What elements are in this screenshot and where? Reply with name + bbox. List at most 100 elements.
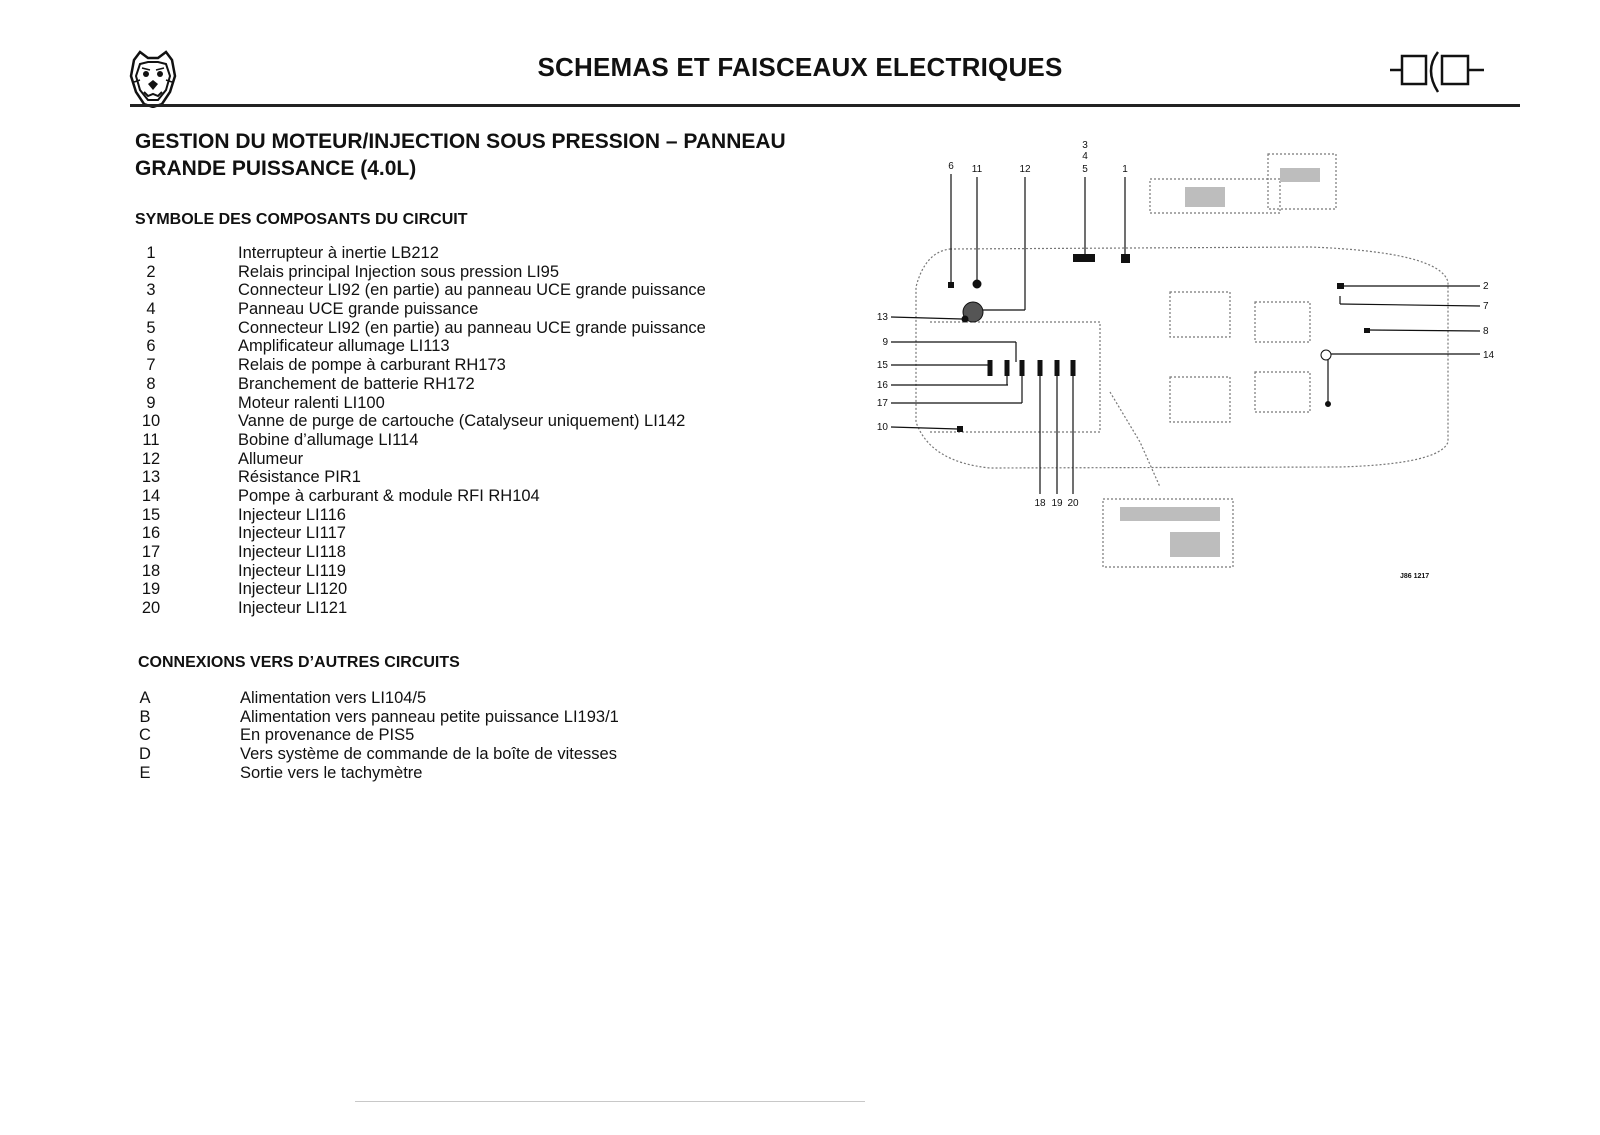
item-description: Injecteur LI118 [238,543,346,561]
component-marker [1073,254,1095,262]
item-description: Bobine d’allumage LI114 [238,430,419,449]
callout-label: 8 [1483,326,1489,337]
callout-label: 6 [948,161,954,172]
item-description: Relais principal Injection sous pression… [238,262,560,281]
page-title: SCHEMAS ET FAISCEAUX ELECTRIQUES [537,52,1063,82]
item-description: Vers système de commande de la boîte de … [240,745,617,764]
item-letter: A [139,689,151,707]
component-marker [1320,349,1332,361]
section-title-line-2: GRANDE PUISSANCE (4.0L) [135,157,417,180]
item-number: 10 [141,412,161,431]
item-description: Sortie vers le tachymètre [240,763,423,782]
leader-line [890,426,959,430]
item-description: Injecteur LI120 [238,580,348,599]
item-description: Injecteur LI116 [238,505,346,524]
item-description: Connecteur LI92 (en partie) au panneau U… [238,281,706,300]
lower-panel-block-2 [1170,532,1220,557]
list-item: 13 Résistance PIR1 [138,468,361,487]
scan-edge-line [355,1101,865,1102]
callout-label: 12 [1019,164,1031,175]
component-marker [1054,360,1060,376]
fuse-block [1280,168,1320,182]
callout-label: 17 [877,398,889,409]
ecu-panel-detail-outline [1149,178,1281,214]
callout-label: 7 [1483,301,1489,312]
item-description: Connecteur LI92 (en partie) au panneau U… [238,318,706,337]
item-number: 5 [146,318,156,337]
header-rule [130,104,1520,107]
components-list: 1 Interrupteur à inertie LB212 2 Relais pr… [138,244,706,618]
engine-bay-outline [930,321,1101,433]
callout-label: 9 [882,337,888,348]
list-item: 2 Relais principal Injection sous pressio… [138,262,559,282]
callout-label: 20 [1067,498,1079,509]
callout-label: 10 [877,422,889,433]
component-marker [1070,360,1076,376]
component-marker [987,360,993,376]
item-description: Vanne de purge de cartouche (Catalyseur … [238,412,686,431]
component-marker [1121,254,1130,263]
leader-line [1339,303,1481,307]
components-heading: SYMBOLE DES COMPOSANTS DU CIRCUIT [135,211,468,228]
callout-label: 1 [1122,164,1128,175]
item-number: 15 [141,505,161,524]
item-letter: D [139,745,151,764]
item-number: 13 [141,468,161,487]
item-number: 11 [142,430,160,449]
list-item: 20 Injecteur LI121 [138,599,347,618]
connector-symbol-icon [1390,51,1484,93]
callout-label: 5 [1082,164,1088,175]
rear-seat-outline [1169,376,1231,423]
item-description: Résistance PIR1 [238,468,361,487]
list-item: 10 Vanne de purge de cartouche (Catalyseu… [138,412,686,431]
item-description: Moteur ralenti LI100 [238,393,385,412]
list-item: 5 Connecteur LI92 (en partie) au panneau … [138,318,705,338]
car-body-outline [915,246,1449,469]
item-number: 6 [146,337,156,356]
component-marker [1325,401,1331,407]
component-marker [961,315,969,323]
item-number: 20 [141,599,161,618]
item-description: Injecteur LI121 [238,599,348,618]
item-number: 2 [146,262,156,281]
callout-label: 19 [1051,498,1063,509]
list-item: E Sortie vers le tachymètre [135,763,422,783]
item-description: Injecteur LI119 [238,561,346,580]
section-title: GESTION DU MOTEUR/INJECTION SOUS PRESSIO… [135,128,815,182]
component-marker [1364,328,1370,333]
list-item: 15 Injecteur LI116 [138,505,346,525]
lower-panel-detail-outline [1102,498,1234,568]
harness-route-outline [1109,391,1161,488]
item-description: Pompe à carburant & module RFI RH104 [238,486,540,505]
item-number: 12 [141,449,161,468]
list-item: 14 Pompe à carburant & module RFI RH104 [138,486,540,506]
item-description: Interrupteur à inertie LB212 [238,244,439,262]
callout-label: 11 [972,164,983,175]
component-marker [948,282,954,288]
item-letter: B [139,707,151,726]
item-number: 1 [146,244,156,262]
callout-label: 14 [1483,350,1495,361]
list-item: 11 Bobine d’allumage LI114 [138,430,418,450]
callout-label: 13 [877,312,889,323]
lower-panel-block [1120,507,1220,521]
item-number: 4 [146,300,156,319]
item-number: 14 [141,486,161,505]
leader-line [890,316,963,320]
callout-label: 16 [877,380,889,391]
item-letter: E [139,763,151,782]
item-number: 9 [146,393,156,412]
